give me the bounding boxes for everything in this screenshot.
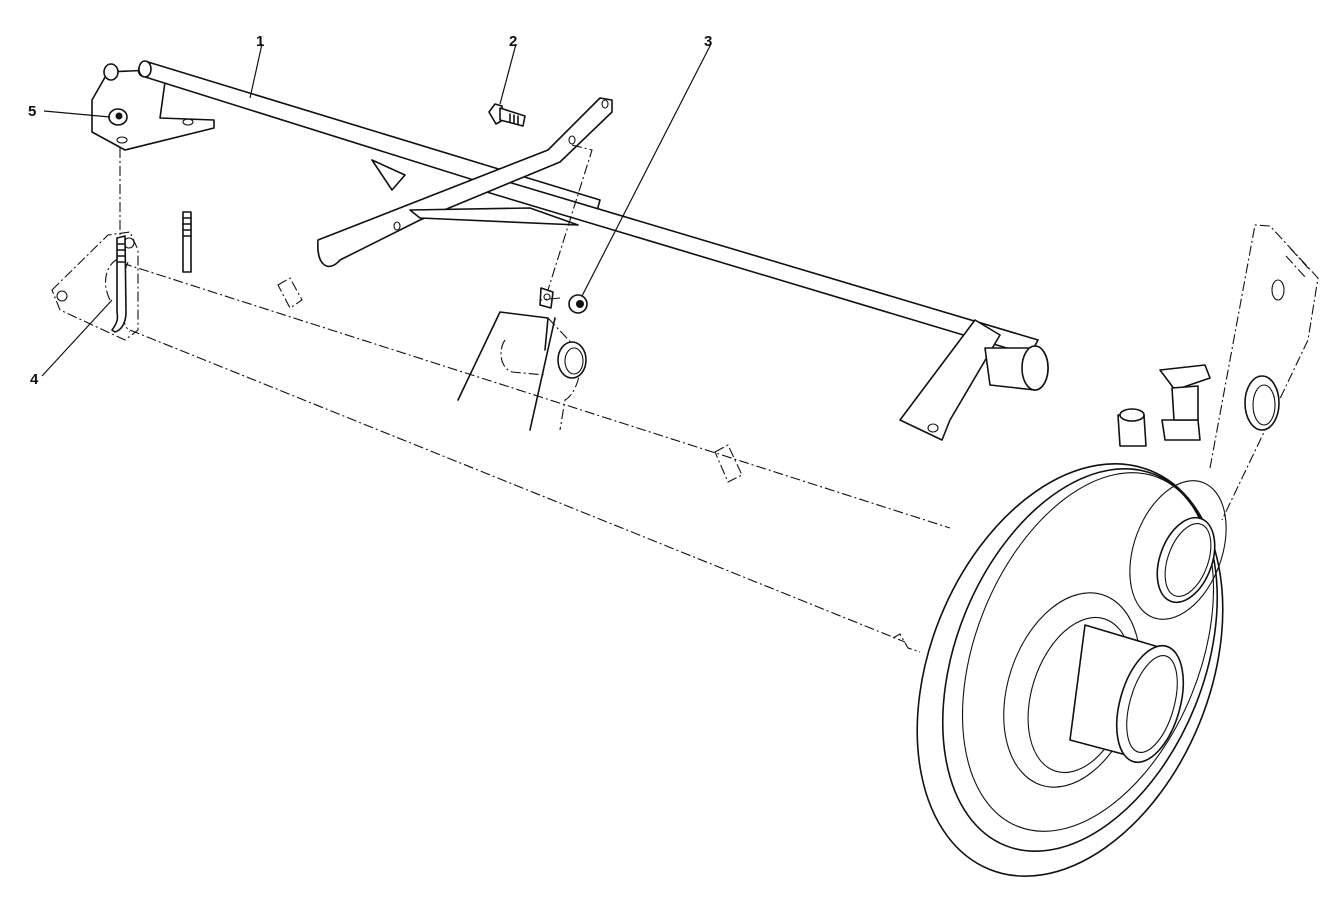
leader-lines [41, 43, 712, 377]
gear-case [916, 224, 1319, 877]
nut-part-3 [568, 294, 588, 314]
center-mount-bracket [457, 287, 587, 431]
axle-housing [51, 231, 951, 653]
callout-3: 3 [704, 33, 713, 50]
callout-4: 4 [30, 371, 39, 388]
u-bolt-part-4 [111, 211, 192, 333]
support-bar-part-1 [91, 60, 1049, 441]
nut-part-5 [108, 108, 128, 126]
bolt-part-2 [488, 103, 526, 127]
callout-1: 1 [256, 33, 265, 50]
callout-2: 2 [509, 33, 518, 50]
callout-5: 5 [28, 103, 37, 120]
